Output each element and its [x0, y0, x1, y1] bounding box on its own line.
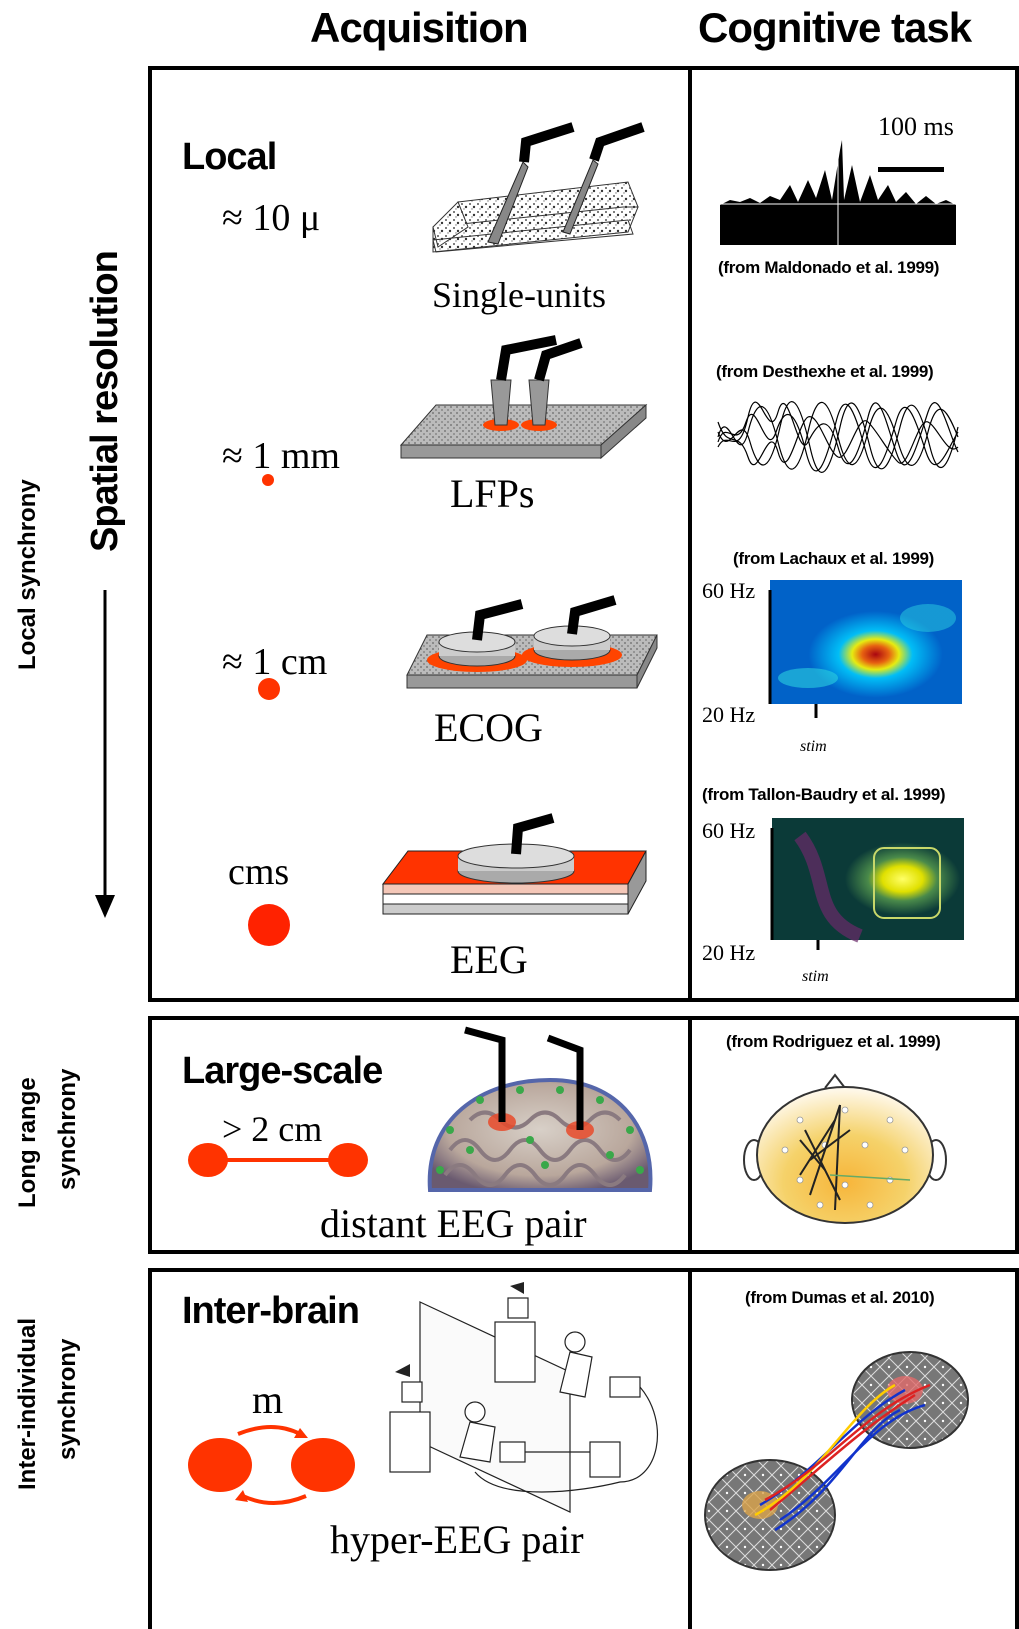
scale-bar [878, 167, 944, 172]
scale-inter-brain: m [252, 1377, 284, 1422]
scale-single-units: ≈ 10 μ [222, 197, 321, 239]
inter-brain-diagram [188, 1425, 355, 1505]
axis-spatial-resolution: Spatial resolution [84, 251, 126, 552]
spike-histogram [720, 140, 956, 245]
source-maldonado: (from Maldonado et al. 1999) [718, 258, 940, 277]
single-units-illustration [432, 122, 645, 253]
panel-large-scale [148, 1016, 1019, 1254]
label-long-range-line1: Long range [14, 1077, 41, 1208]
source-tallon-baudry: (from Tallon-Baudry et al. 1999) [702, 785, 946, 804]
time-frequency-map-lachaux [768, 580, 962, 718]
size-dot-medium [258, 678, 280, 700]
section-title-local: Local [182, 136, 277, 178]
method-hyper-eeg-pair: hyper-EEG pair [330, 1517, 584, 1562]
time-frequency-map-tallon [770, 818, 964, 950]
header-acquisition: Acquisition [310, 4, 529, 51]
freq-low-lachaux: 20 Hz [702, 702, 756, 727]
method-lfps: LFPs [450, 471, 535, 516]
column-divider [688, 1268, 692, 1629]
scale-large-scale: > 2 cm [222, 1109, 323, 1149]
source-rodriguez: (from Rodriguez et al. 1999) [726, 1032, 941, 1051]
column-divider [688, 66, 692, 1002]
lfp-traces [717, 401, 959, 473]
method-ecog: ECOG [434, 705, 543, 750]
scale-ecog: ≈ 1 cm [222, 641, 328, 683]
source-dumas: (from Dumas et al. 2010) [745, 1288, 935, 1307]
section-title-large-scale: Large-scale [182, 1050, 383, 1092]
size-dot-large [248, 904, 290, 946]
stim-label-lachaux: stim [800, 738, 827, 755]
eeg-illustration [381, 813, 647, 915]
distant-pair-diagram [188, 1143, 368, 1177]
brain-electrodes-illustration [427, 1026, 653, 1192]
header-cognitive-task: Cognitive task [698, 4, 972, 51]
source-lachaux: (from Lachaux et al. 1999) [733, 549, 934, 568]
head-topography [743, 1073, 947, 1224]
panel-local [148, 66, 1019, 1002]
label-local-synchrony: Local synchrony [14, 479, 41, 670]
freq-high-lachaux: 60 Hz [702, 578, 756, 603]
scale-eeg: cms [228, 851, 290, 893]
label-inter-line1: Inter-individual [14, 1317, 41, 1490]
size-dot-small [262, 474, 274, 486]
label-inter-line2: synchrony [54, 1338, 81, 1460]
lfps-illustration [399, 335, 648, 460]
dual-brain-connectivity [704, 1351, 969, 1571]
scale-lfps: ≈ 1 mm [222, 435, 340, 477]
column-divider [688, 1016, 692, 1254]
method-eeg: EEG [450, 937, 528, 982]
section-title-inter-brain: Inter-brain [182, 1290, 360, 1332]
panel-inter-brain [148, 1268, 1019, 1629]
ecog-illustration [406, 595, 658, 689]
freq-low-tallon: 20 Hz [702, 940, 756, 965]
scale-bar-label: 100 ms [878, 112, 954, 141]
method-single-units: Single-units [432, 275, 607, 315]
source-desthexhe: (from Desthexhe et al. 1999) [716, 362, 934, 381]
stim-label-tallon: stim [802, 968, 829, 985]
method-distant-eeg-pair: distant EEG pair [320, 1201, 587, 1246]
freq-high-tallon: 60 Hz [702, 818, 756, 843]
down-arrow-icon [95, 590, 115, 918]
label-long-range-line2: synchrony [54, 1068, 81, 1190]
hyper-eeg-setup-illustration [389, 1282, 659, 1513]
